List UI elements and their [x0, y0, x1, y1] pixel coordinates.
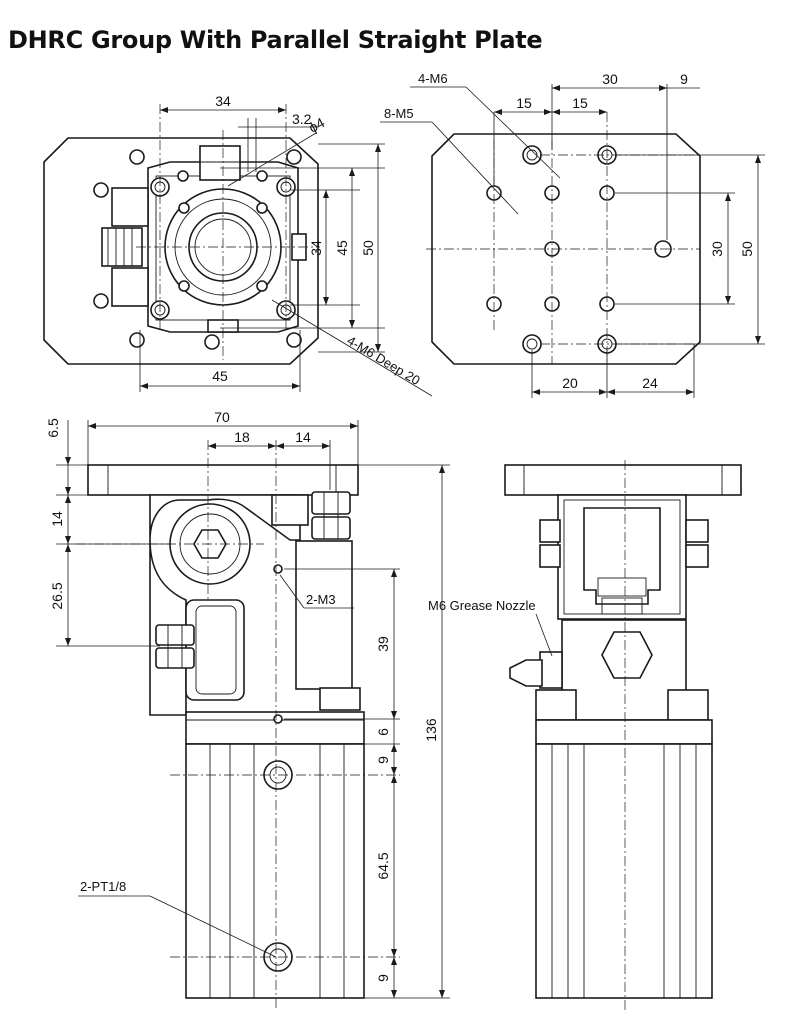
side-neck: [535, 719, 713, 745]
ring-screw: [178, 202, 190, 214]
plate-hole: [286, 332, 302, 348]
grease-nozzle-tip: [509, 659, 543, 687]
top-clamp-tab: [199, 145, 241, 181]
plate-hole: [286, 149, 302, 165]
callout-8-m5: 8-M5: [384, 106, 414, 121]
dim-top-width: 34: [215, 93, 231, 109]
dim-20: 20: [562, 375, 578, 391]
dim-9: 9: [680, 71, 688, 87]
dim-14-top: 14: [295, 429, 311, 445]
dim-136: 136: [423, 718, 439, 742]
dim-9-bottom: 9: [375, 974, 391, 982]
dim-6: 6: [375, 728, 391, 736]
pin-boss: [256, 170, 268, 182]
side-view-nut: [685, 519, 709, 543]
dim-height-45: 45: [334, 240, 350, 256]
page-title: DHRC Group With Parallel Straight Plate: [8, 26, 543, 54]
dim-64-5: 64.5: [375, 852, 391, 879]
side-foot-right: [667, 689, 709, 721]
grease-nozzle-body: [539, 651, 563, 689]
callout-m6-deep: 4-M6 Deep 20: [344, 333, 422, 388]
callout-grease-nozzle: M6 Grease Nozzle: [428, 598, 536, 613]
dim-height-50: 50: [360, 240, 376, 256]
side-view-nut: [539, 544, 561, 568]
mounting-plate-outline: [43, 137, 319, 365]
front-view: 6.5 70 18 14 14 26.5 2-M3 39 6 136 9 64.…: [45, 409, 450, 1010]
m3-hole: [273, 714, 283, 724]
dim-height-34: 34: [308, 240, 324, 256]
dim-vertical-50: 50: [739, 241, 755, 257]
dim-15-right: 15: [572, 95, 588, 111]
plate-hole: [129, 149, 145, 165]
dim-pin-diameter: ϕ4: [306, 114, 327, 136]
m3-hole: [273, 564, 283, 574]
dim-9-top: 9: [375, 756, 391, 764]
rod-foot: [319, 687, 361, 711]
plate-hole: [204, 334, 220, 350]
side-top-plate: [504, 464, 742, 496]
pin-boss: [177, 170, 189, 182]
top-right-view: 4-M6 8-M5 30 9 15 15 30 50 20 24: [380, 71, 765, 398]
adjust-nut: [311, 516, 351, 540]
dim-offset: 3.2: [292, 111, 312, 127]
side-view-nut: [685, 544, 709, 568]
side-fitting: [111, 187, 149, 227]
side-view: M6 Grease Nozzle: [428, 460, 742, 1010]
adjust-nut: [311, 491, 351, 515]
dim-18: 18: [234, 429, 250, 445]
dim-vertical-30: 30: [709, 241, 725, 257]
callout-2-m3: 2-M3: [306, 592, 336, 607]
dim-26-5: 26.5: [49, 582, 65, 609]
dim-39: 39: [375, 636, 391, 652]
side-nut: [155, 624, 195, 646]
dim-70: 70: [214, 409, 230, 425]
dim-15-left: 15: [516, 95, 532, 111]
side-barrel: [535, 743, 713, 999]
side-fitting: [111, 267, 149, 307]
dim-bottom-width: 45: [212, 368, 228, 384]
top-left-view: 34 3.2 ϕ4 34 45 50 45 4-M6 Deep 20: [43, 93, 433, 397]
arm-bracket: [271, 494, 309, 526]
dim-6-5: 6.5: [45, 418, 61, 438]
plate-hole: [93, 293, 109, 309]
clevis-slot: [583, 507, 661, 605]
dim-14-side: 14: [49, 511, 65, 527]
straight-plate-outline: [431, 133, 701, 365]
hex-nut-fitting: [101, 227, 143, 267]
dim-24: 24: [642, 375, 658, 391]
side-hex-bolt: [601, 631, 653, 679]
side-view-nut: [539, 519, 561, 543]
callout-2-pt1-8: 2-PT1/8: [80, 879, 126, 894]
side-foot-left: [535, 689, 577, 721]
side-nut: [155, 647, 195, 669]
plate-hole: [93, 182, 109, 198]
ring-screw: [256, 202, 268, 214]
m6-hole: [522, 145, 542, 165]
ring-screw: [256, 280, 268, 292]
ring-screw: [178, 280, 190, 292]
dim-30: 30: [602, 71, 618, 87]
top-plate: [87, 464, 359, 496]
rod-body: [295, 540, 353, 690]
plate-hole: [129, 332, 145, 348]
callout-4-m6: 4-M6: [418, 71, 448, 86]
